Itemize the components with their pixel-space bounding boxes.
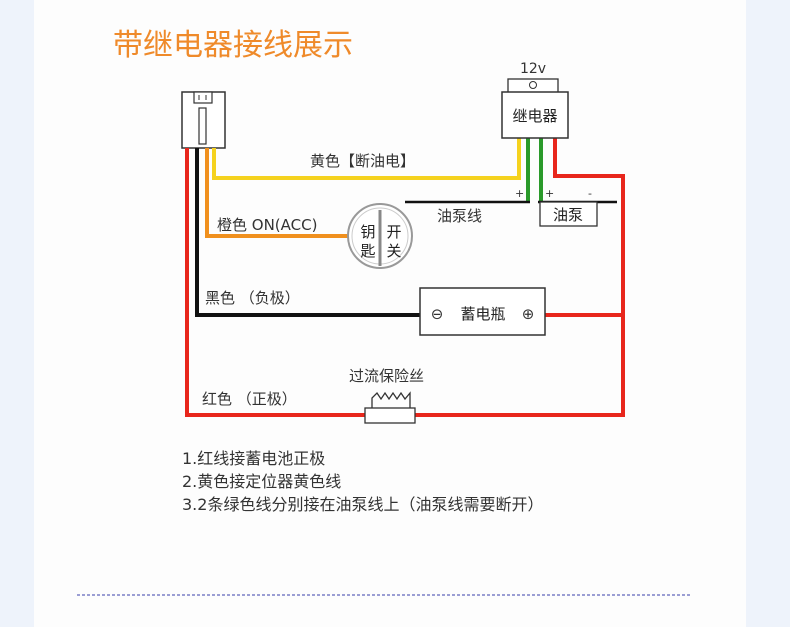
battery-plus-icon: ⊕ (522, 305, 535, 323)
note-2: 2.黄色接定位器黄色线 (182, 472, 341, 491)
black-wire (195, 148, 420, 317)
battery-minus-icon: ⊖ (431, 305, 444, 323)
yellow-wire (212, 138, 521, 180)
gps-connector (181, 91, 226, 149)
key-label-bottom: 匙 (360, 242, 375, 260)
plus-terminal-2: + (545, 187, 554, 200)
fuse-icon (364, 391, 416, 424)
orange-wire (205, 148, 348, 238)
switch-label-top: 开 (386, 223, 401, 241)
plus-terminal-1: + (515, 187, 524, 200)
orange-wire-label: 橙色 ON(ACC) (217, 216, 317, 234)
key-label-top: 钥 (360, 223, 375, 241)
fuel-pump-box (539, 201, 598, 227)
fuel-line-label: 油泵线 (437, 207, 482, 225)
fuse-label: 过流保险丝 (349, 367, 424, 385)
black-wire-label: 黑色 （负极） (205, 289, 300, 307)
key-switch-icon: 钥 匙 开 关 (347, 203, 413, 269)
relay: 12v 继电器 (501, 61, 569, 139)
relay-voltage: 12v (520, 61, 546, 77)
page-title: 带继电器接线展示 (113, 28, 353, 63)
fuel-pump-label: 油泵 (553, 206, 583, 224)
note-3: 3.2条绿色线分别接在油泵线上（油泵线需要断开） (182, 495, 543, 514)
note-1: 1.红线接蓄电池正极 (182, 449, 325, 468)
battery: ⊖ 蓄电瓶 ⊕ (419, 287, 546, 336)
switch-label-bottom: 关 (386, 242, 401, 260)
red-wire-label: 红色 （正极） (202, 390, 297, 408)
minus-terminal: - (588, 187, 592, 200)
yellow-wire-label: 黄色【断油电】 (310, 152, 415, 170)
red-wire (185, 138, 625, 417)
relay-label: 继电器 (512, 107, 557, 125)
battery-label: 蓄电瓶 (460, 305, 505, 323)
